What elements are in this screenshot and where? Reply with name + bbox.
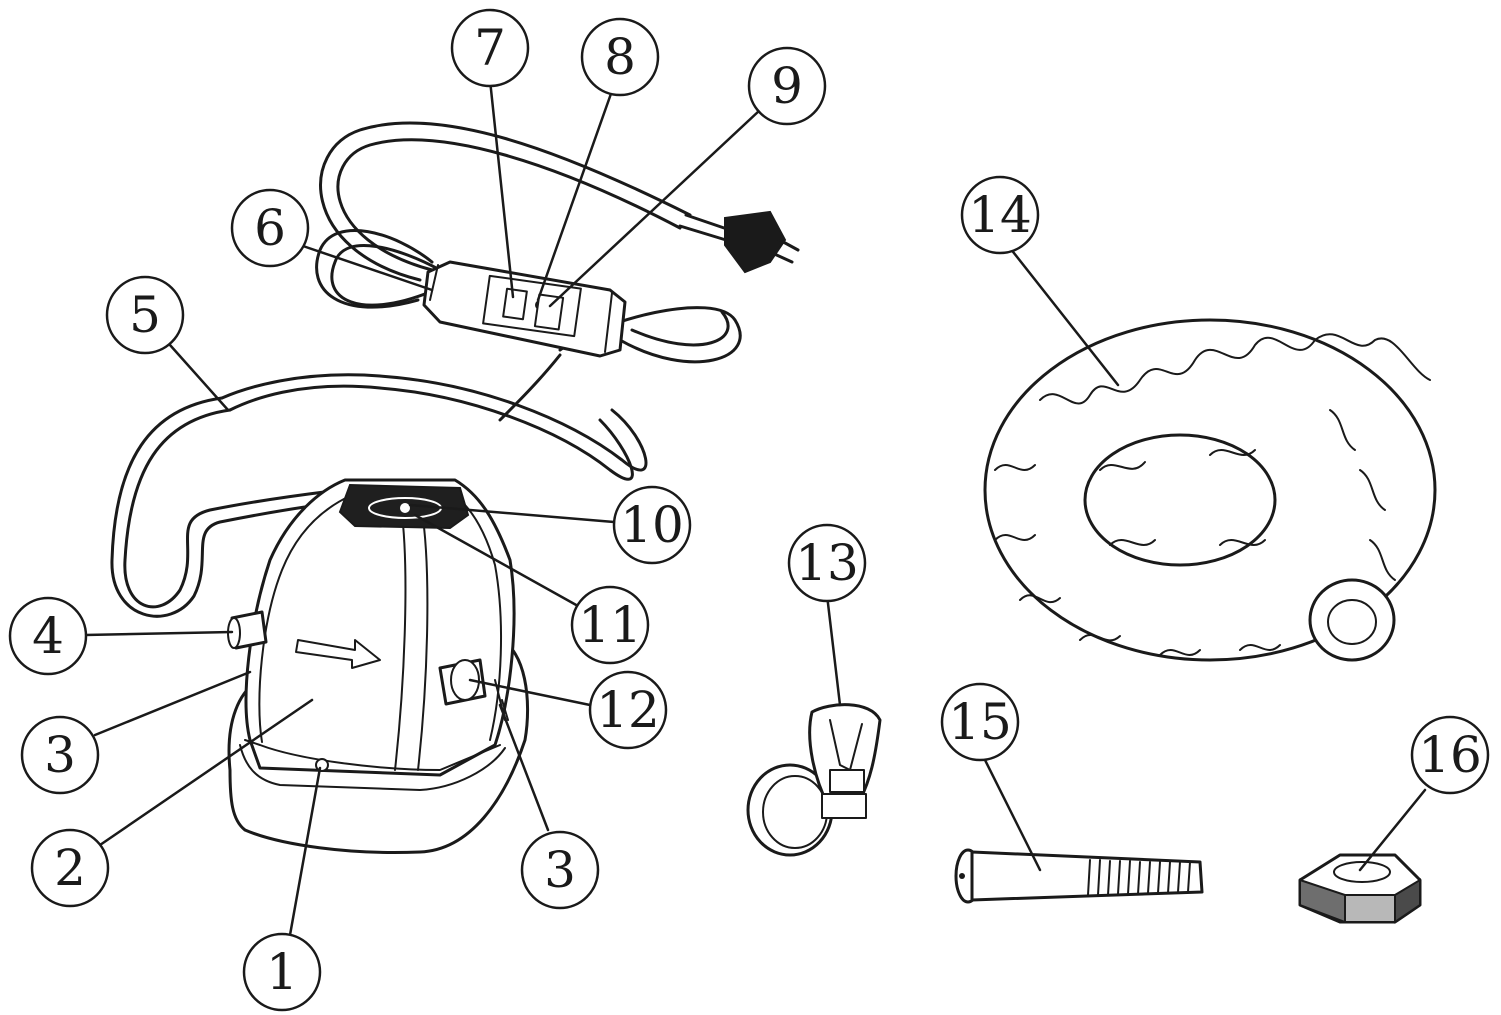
- leader-3b: [498, 703, 550, 832]
- leader-15: [983, 758, 1042, 872]
- callout-5: 5: [105, 275, 185, 355]
- callout-15: 15: [940, 682, 1020, 762]
- svg-text:16: 16: [1418, 726, 1482, 784]
- svg-text:10: 10: [620, 496, 684, 554]
- svg-text:15: 15: [948, 693, 1012, 751]
- svg-text:13: 13: [795, 534, 859, 592]
- callout-6: 6: [230, 188, 310, 268]
- callout-16: 16: [1410, 715, 1490, 795]
- callout-3: 3: [520, 830, 600, 910]
- callout-14: 14: [960, 175, 1040, 255]
- leader-7: [488, 78, 515, 299]
- leader-4: [83, 630, 234, 637]
- leader-11: [413, 513, 580, 608]
- svg-text:12: 12: [596, 681, 660, 739]
- callout-9: 9: [747, 46, 827, 126]
- power-cord: [110, 121, 742, 618]
- callouts: 1 2 3 3 4 5 6 7 8 9 10 11 12 13 14 15 16: [8, 8, 1490, 1012]
- leader-12: [468, 678, 592, 707]
- hose-clamp: [746, 703, 882, 857]
- leader-16: [1358, 788, 1427, 872]
- leader-5: [168, 343, 230, 412]
- callout-3: 3: [20, 715, 100, 795]
- svg-text:11: 11: [578, 596, 642, 654]
- callout-2: 2: [30, 828, 110, 908]
- svg-text:3: 3: [44, 726, 76, 784]
- svg-text:7: 7: [474, 19, 506, 77]
- svg-text:3: 3: [544, 841, 576, 899]
- leader-8: [536, 86, 615, 302]
- svg-text:2: 2: [54, 839, 86, 897]
- svg-text:14: 14: [968, 186, 1032, 244]
- svg-text:8: 8: [604, 28, 636, 86]
- svg-text:9: 9: [771, 57, 803, 115]
- leader-14: [1008, 246, 1120, 387]
- callout-12: 12: [588, 670, 668, 750]
- leader-lines: [83, 78, 1427, 937]
- reset-button: [502, 287, 528, 321]
- hose-end: [1308, 578, 1396, 662]
- plug: [678, 210, 800, 274]
- flow-arrow: [295, 639, 381, 669]
- callout-10: 10: [612, 485, 692, 565]
- leader-9: [548, 108, 762, 308]
- callout-1: 1: [242, 932, 322, 1012]
- callout-7: 7: [450, 8, 530, 88]
- control-box: [422, 260, 627, 358]
- leader-6: [298, 243, 434, 292]
- callout-11: 11: [570, 585, 650, 665]
- leader-13: [825, 593, 842, 707]
- leader-1: [288, 766, 322, 937]
- callout-8: 8: [580, 17, 660, 97]
- svg-text:5: 5: [129, 286, 161, 344]
- pump-body: [227, 478, 530, 855]
- svg-text:6: 6: [254, 199, 286, 257]
- test-button: [533, 293, 565, 331]
- coiled-hose: [983, 318, 1437, 662]
- callout-13: 13: [787, 523, 867, 603]
- leader-3a: [93, 670, 252, 737]
- leader-2: [98, 698, 314, 847]
- drain-screw: [315, 758, 329, 772]
- svg-text:4: 4: [32, 607, 64, 665]
- leader-10: [408, 503, 616, 524]
- bolt: [954, 848, 1204, 904]
- hex-nut: [1298, 853, 1422, 924]
- callout-4: 4: [8, 596, 88, 676]
- svg-text:1: 1: [266, 943, 298, 1001]
